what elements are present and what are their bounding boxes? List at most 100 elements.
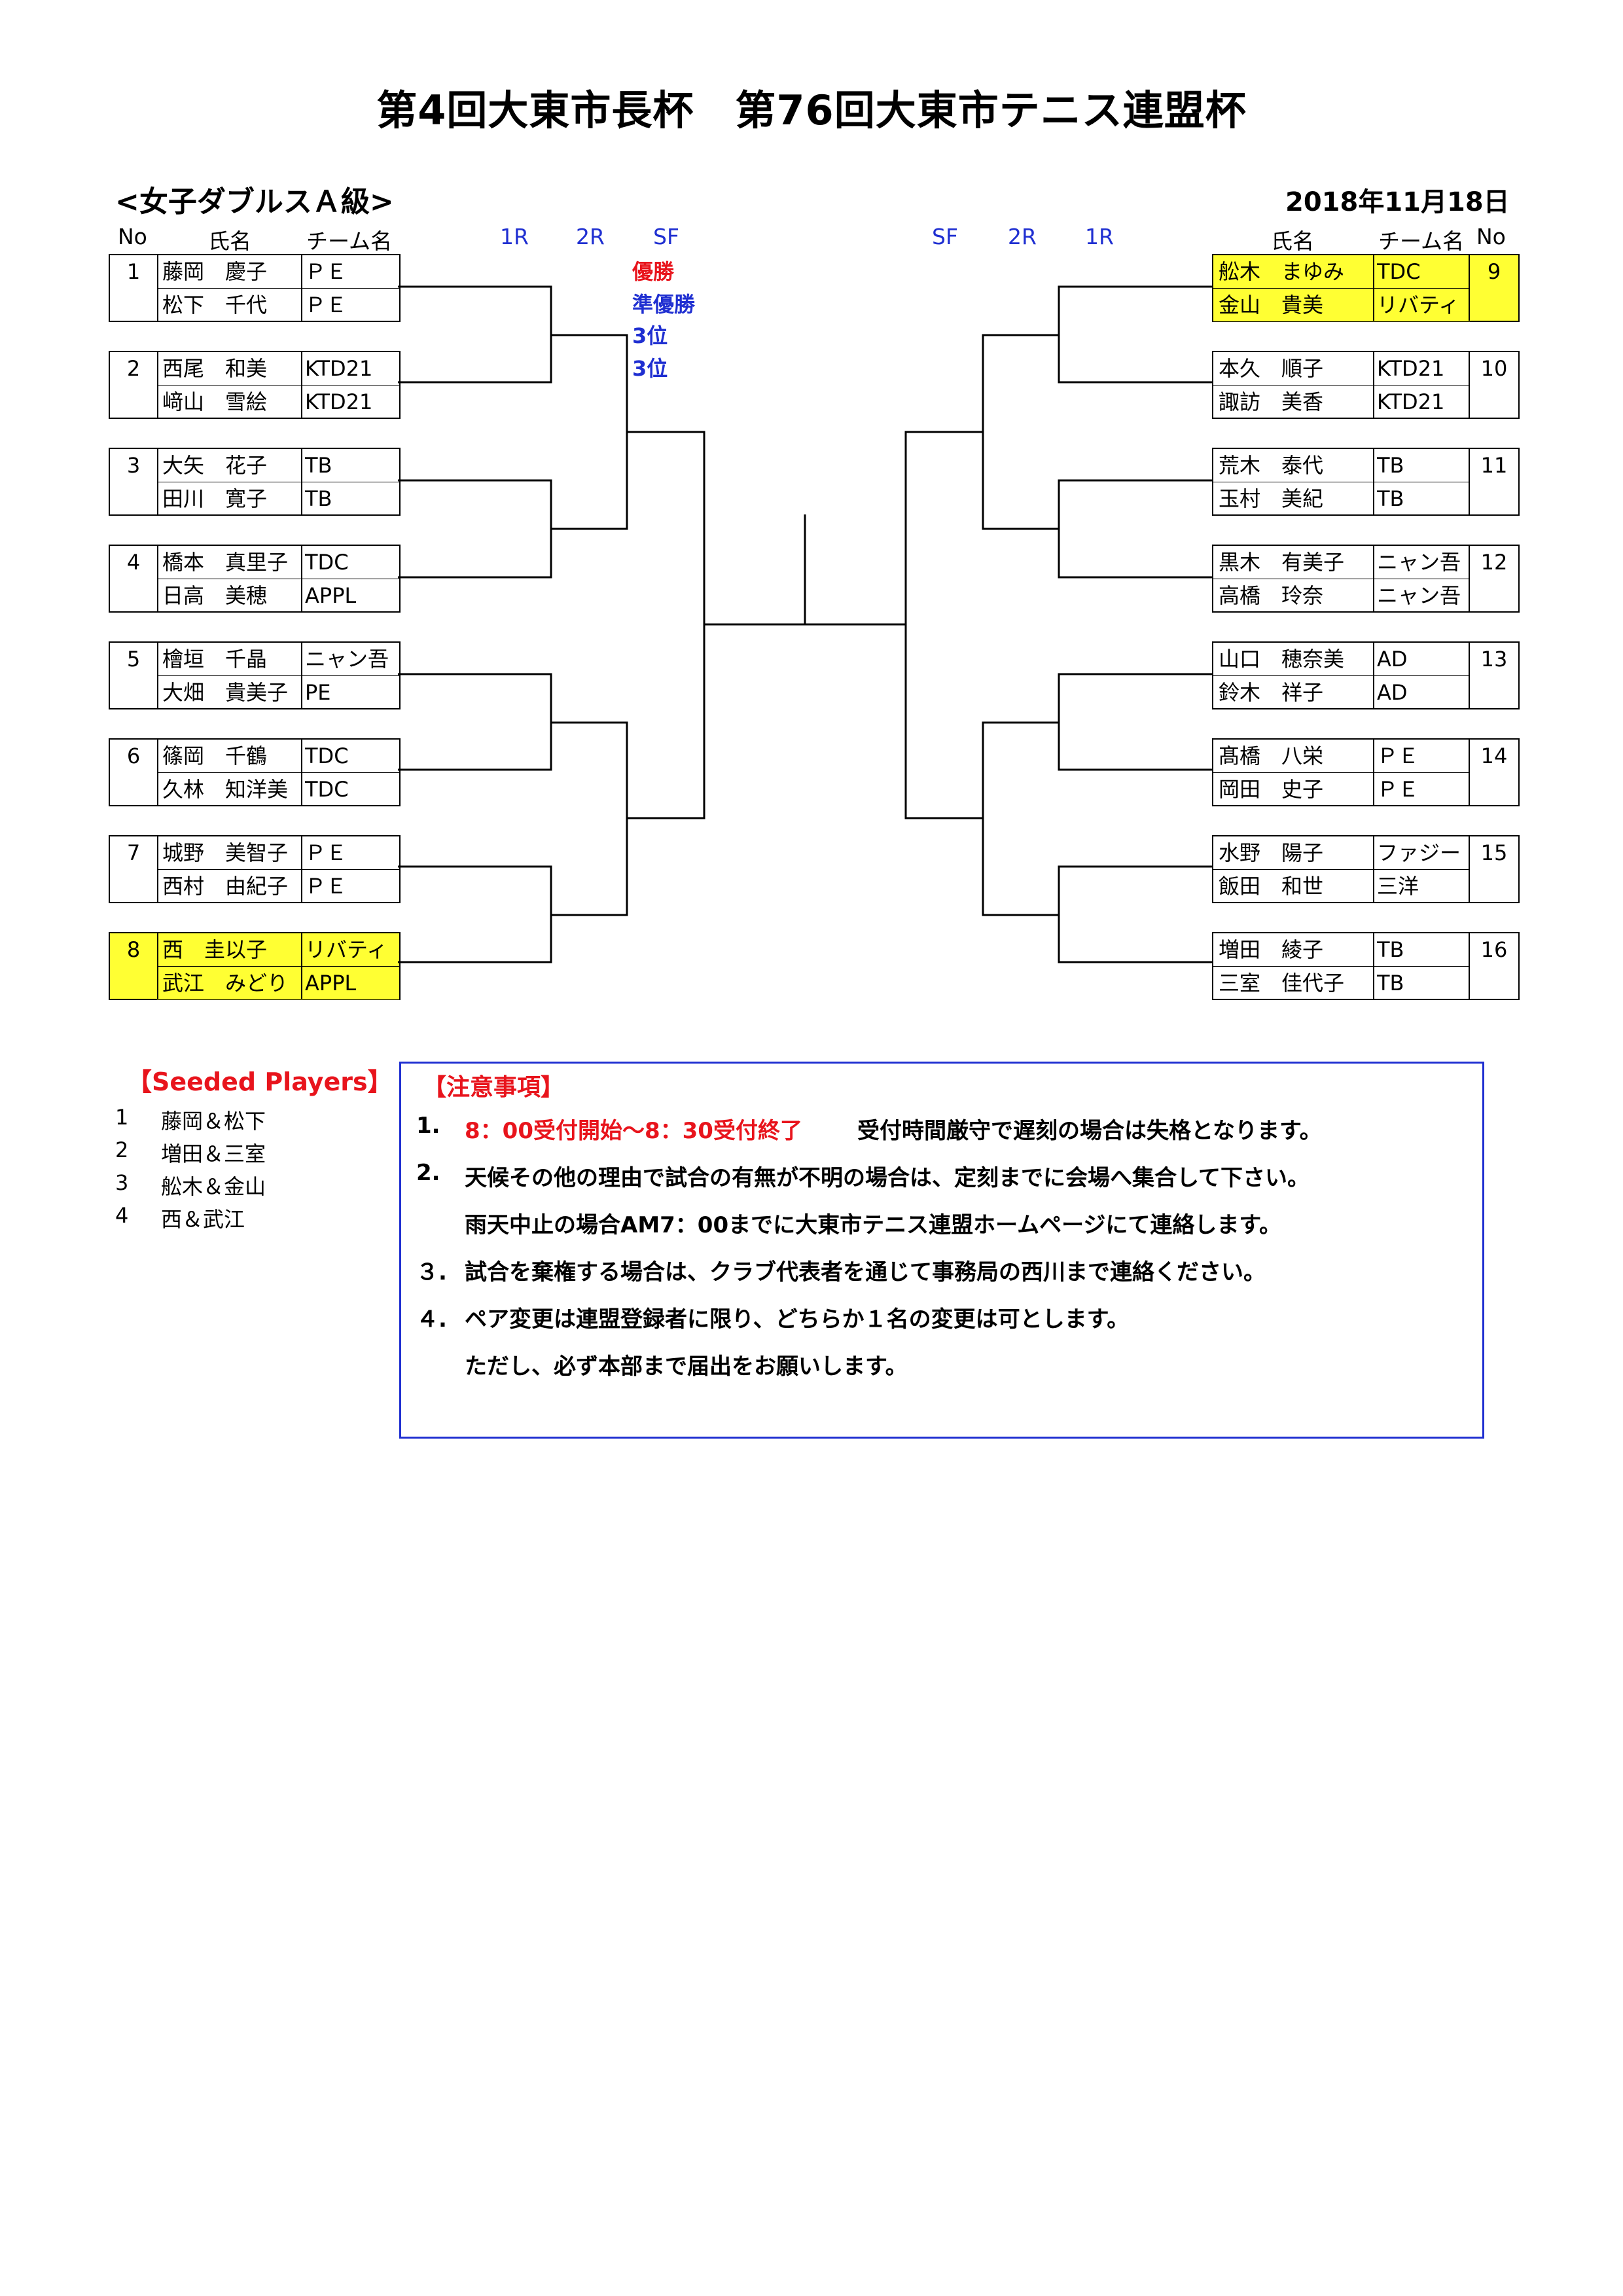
header-round2-right: 2R [1008, 224, 1037, 249]
header-no-right: No [1476, 224, 1506, 249]
cell-divider [1373, 449, 1374, 514]
cell-divider [301, 352, 302, 418]
cell-divider [1469, 255, 1470, 321]
entry-number: 2 [126, 356, 141, 381]
right-sf [904, 431, 983, 819]
player-name: 城野 美智子 [162, 840, 289, 865]
event-subtitle: <女子ダブルスＡ級> [115, 185, 394, 219]
left-r1-match-4 [398, 865, 552, 963]
right-r1-match-4 [1058, 865, 1213, 963]
header-round1-right: 1R [1085, 224, 1114, 249]
entry-number: 4 [126, 550, 141, 575]
notice-2-text-cont: 雨天中止の場合AM7：00までに大東市テニス連盟ホームページにて連絡します。 [465, 1212, 1282, 1238]
player-name: 﨑山 雪絵 [162, 389, 268, 414]
team-name: KTD21 [1377, 389, 1445, 414]
player-name: 西 圭以子 [162, 937, 268, 962]
left-r1-match-2 [398, 479, 552, 579]
player-name: 玉村 美紀 [1219, 486, 1324, 511]
cell-divider [157, 643, 158, 708]
cell-divider [1373, 643, 1374, 708]
result-runner-up: 準優勝 [632, 292, 696, 317]
notice-box [399, 1062, 1484, 1439]
team-name: ＰＥ [305, 874, 348, 899]
team-name: TB [1377, 453, 1404, 478]
team-name: APPL [305, 971, 357, 996]
cell-divider [301, 933, 302, 999]
cell-divider [1469, 933, 1470, 999]
team-name: リバティ [1377, 293, 1460, 317]
header-round1: 1R [500, 224, 529, 249]
entry-number: 14 [1480, 744, 1508, 768]
player-name: 岡田 史子 [1219, 777, 1324, 802]
player-name: 山口 穂奈美 [1219, 647, 1345, 672]
notice-1-text: 受付時間厳守で遅刻の場合は失格となります。 [857, 1118, 1322, 1144]
player-row: 舩木 まゆみ TDC [1213, 255, 1470, 288]
left-r2-match-1 [551, 334, 628, 530]
right-r1-match-3 [1058, 673, 1213, 771]
entry-number: 5 [126, 647, 141, 672]
player-name: 飯田 和世 [1219, 874, 1324, 899]
seed-rank: 1 [115, 1105, 129, 1130]
cell-divider [1469, 740, 1470, 805]
entry-number: 11 [1480, 453, 1508, 478]
left-r1-match-3 [398, 673, 552, 771]
seed-rank: 4 [115, 1203, 129, 1228]
team-name: TB [305, 453, 332, 478]
player-name: 水野 陽子 [1219, 840, 1324, 865]
player-name: 髙橋 八栄 [1219, 744, 1324, 768]
cell-divider [301, 643, 302, 708]
entry-number: 3 [126, 453, 141, 478]
result-third-b: 3位 [632, 356, 668, 381]
team-name: ニャン吾 [1377, 583, 1461, 608]
cell-divider [301, 449, 302, 514]
cell-divider [157, 836, 158, 902]
seed-pair: 藤岡＆松下 [161, 1109, 266, 1134]
player-name: 高橋 玲奈 [1219, 583, 1324, 608]
bracket-lines [398, 285, 1213, 963]
cell-divider [1373, 352, 1374, 418]
player-name: 舩木 まゆみ [1219, 259, 1345, 284]
player-name: 黒木 有美子 [1219, 550, 1345, 575]
cell-divider [1373, 933, 1374, 999]
cell-divider [1373, 546, 1374, 611]
cell-divider [301, 546, 302, 611]
team-name: ファジー [1377, 840, 1461, 865]
cell-divider [301, 836, 302, 902]
cell-divider [301, 740, 302, 805]
cell-divider [1469, 836, 1470, 902]
team-name: TDC [1377, 259, 1421, 284]
team-name: KTD21 [1377, 356, 1445, 381]
team-name: TDC [305, 744, 349, 768]
entry-number: 9 [1470, 255, 1518, 321]
result-third-a: 3位 [632, 323, 668, 348]
notice-3-number: ３. [416, 1259, 447, 1285]
left-r2-match-2 [551, 721, 628, 916]
entry-number: 1 [126, 259, 141, 284]
team-name: ニャン吾 [305, 647, 389, 672]
entry-number: 7 [126, 840, 141, 865]
entry-number: 13 [1480, 647, 1508, 672]
cell-divider [1373, 740, 1374, 805]
player-name: 松下 千代 [162, 293, 268, 317]
right-r1-match-1 [1058, 285, 1213, 384]
